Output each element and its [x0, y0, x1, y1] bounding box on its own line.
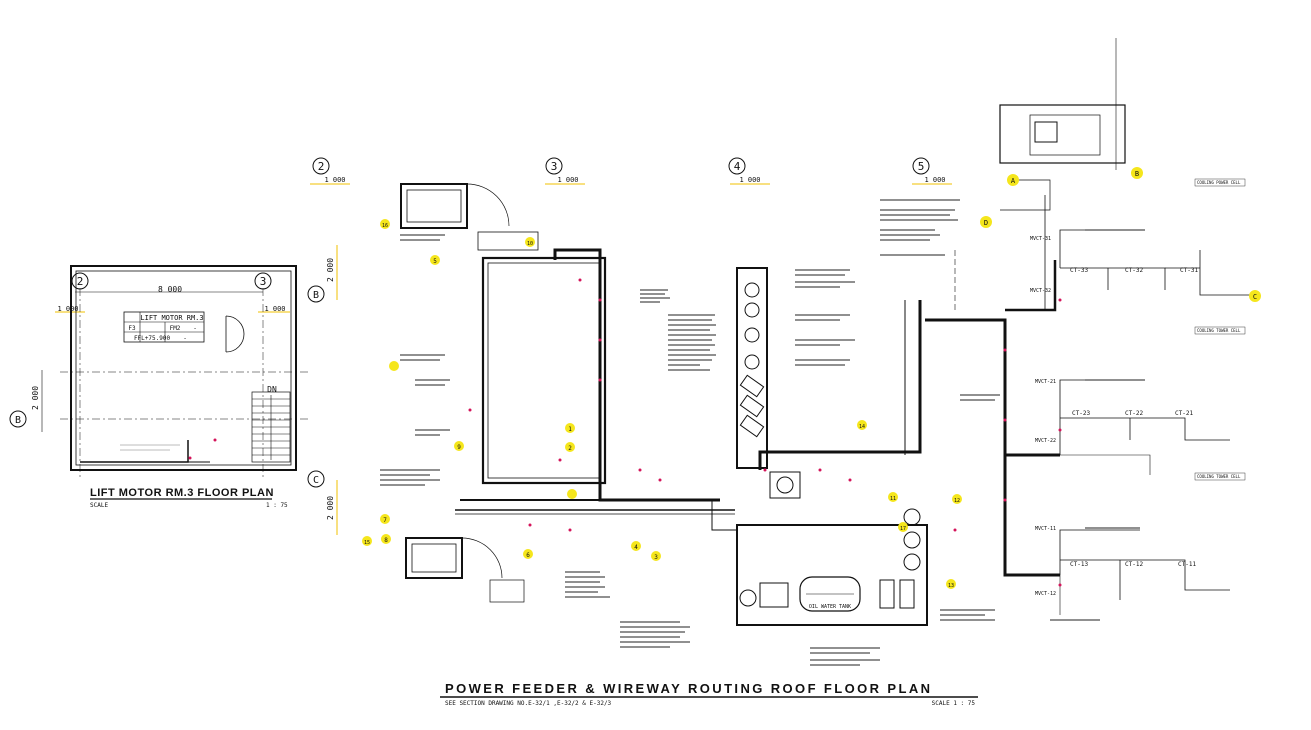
markers: A B C D 1 2 3 4 5 6 7	[362, 167, 1261, 589]
grid-row-c: C 2 000	[307, 470, 338, 535]
lift-table-cell: -	[193, 325, 197, 332]
marker-16: 16	[382, 223, 388, 229]
marker-9: 9	[457, 444, 461, 451]
grid-row-label: B	[313, 290, 319, 301]
tank-label: OIL WATER TANK	[809, 604, 851, 610]
panel-label: CT-13	[1070, 561, 1088, 568]
grid-col-dim: 1 000	[739, 176, 760, 184]
lift-table-title: LIFT MOTOR RM.3	[140, 314, 203, 322]
marker-17: 17	[900, 526, 906, 532]
lift-grid-label-2: 2	[77, 275, 84, 288]
marker-15: 15	[364, 540, 370, 546]
grid-row-b: B 2 000	[307, 245, 338, 303]
lift-info-table: LIFT MOTOR RM.3 F3 FM2 - FFL+75.900 -	[123, 311, 205, 343]
lift-grid-row-b: B	[9, 410, 27, 428]
mvct-label: MVCT-31	[1030, 236, 1051, 242]
marker-1: 1	[568, 426, 572, 433]
marker-12: 12	[954, 498, 960, 504]
marker-13: 13	[948, 583, 954, 589]
marker-6: 6	[526, 552, 530, 559]
marker-14: 14	[859, 424, 865, 430]
stair: DN	[251, 385, 291, 463]
lift-grid-col-3: 3	[254, 272, 272, 290]
marker-3: 3	[654, 554, 658, 561]
mvct-label: MVCT-32	[1030, 288, 1051, 294]
panel-label: CT-32	[1125, 267, 1143, 274]
lift-plan-title: LIFT MOTOR RM.3 FLOOR PLAN	[90, 487, 274, 499]
lift-offset-dim-right: 1 000	[264, 305, 285, 313]
mvct-label: MVCT-12	[1035, 591, 1056, 597]
annotation-blocks	[380, 199, 1145, 666]
grid-col-2: 2 1 000	[310, 157, 350, 185]
lift-table-cell: -	[183, 335, 187, 342]
grid-col-3: 3 1 000	[545, 157, 585, 185]
main-plan-subtitle: SEE SECTION DRAWING NO.E-32/1 ,E-32/2 & …	[445, 700, 612, 707]
lift-offset-dim-left: 1 000	[57, 305, 78, 313]
grid-col-dim: 1 000	[324, 176, 345, 184]
section-tag: COOLING TOWER CELL	[1197, 328, 1241, 333]
lift-scale-label: SCALE	[90, 502, 108, 509]
panel-label: CT-33	[1070, 267, 1088, 274]
grid-col-dim: 1 000	[924, 176, 945, 184]
panel-label: CT-21	[1175, 410, 1193, 417]
lift-table-cell: F3	[128, 325, 136, 332]
lift-grid-label-3: 3	[260, 275, 267, 288]
mvct-label: MVCT-22	[1035, 438, 1056, 444]
grid-col-label: 2	[318, 160, 325, 173]
marker-4: 4	[634, 544, 638, 551]
lift-vert-dim: 2 000	[31, 386, 40, 410]
main-plan-scale: SCALE 1 : 75	[932, 700, 976, 707]
marker-a: A	[1011, 177, 1016, 185]
lift-table-cell: FFL+75.900	[134, 335, 171, 342]
panel-label: CT-31	[1180, 267, 1198, 274]
main-plan: 2 1 000 3 1 000 4 1 000 5 1 000	[307, 38, 1261, 707]
lift-plan: 2 3 B 8 000 1 000 1 000 2 000	[9, 265, 310, 509]
grid-col-dim: 1 000	[557, 176, 578, 184]
section-tag: COOLING TOWER CELL	[1197, 474, 1241, 479]
marker-8: 8	[384, 537, 388, 544]
marker-2: 2	[568, 445, 572, 452]
fittings	[468, 278, 1062, 587]
cooling-cell-top: CT-33 CT-32 CT-31 MVCT-31 MVCT-32 COOLIN…	[1030, 178, 1255, 296]
panel-label: CT-22	[1125, 410, 1143, 417]
grid-row-label: C	[313, 475, 319, 486]
grid-row-dim: 2 000	[326, 496, 335, 520]
lift-grid-col-2: 2	[71, 272, 89, 290]
marker-c: C	[1253, 293, 1257, 301]
grid-col-label: 4	[734, 160, 741, 173]
marker-11: 11	[890, 496, 896, 502]
lift-grid-label-b: B	[15, 415, 21, 426]
cooling-cell-mid: CT-23 CT-22 CT-21 MVCT-21 MVCT-22 COOLIN…	[1035, 326, 1246, 475]
section-tag: COOLING POWER CELL	[1197, 180, 1241, 185]
cooling-cell-low: CT-13 CT-12 CT-11 MVCT-11 MVCT-12 COOLIN…	[1035, 472, 1246, 615]
grid-row-dim: 2 000	[326, 258, 335, 282]
main-plan-title: POWER FEEDER & WIREWAY ROUTING ROOF FLOO…	[445, 681, 932, 696]
grid-col-4: 4 1 000	[728, 157, 770, 185]
panel-label: CT-23	[1072, 410, 1090, 417]
mvct-label: MVCT-21	[1035, 379, 1056, 385]
lift-table-cell: FM2	[170, 325, 181, 332]
marker-d: D	[984, 219, 988, 227]
grid-col-5: 5 1 000	[912, 157, 952, 185]
grid-col-label: 5	[918, 160, 925, 173]
marker-7: 7	[383, 517, 387, 524]
grid-col-label: 3	[551, 160, 558, 173]
panel-label: CT-11	[1178, 561, 1196, 568]
lift-scale-value: 1 : 75	[266, 502, 288, 509]
stair-label: DN	[267, 385, 277, 394]
marker-10: 10	[527, 241, 533, 247]
lift-overall-dim: 8 000	[158, 285, 182, 294]
marker-5: 5	[433, 258, 437, 265]
marker-b: B	[1135, 170, 1139, 178]
panel-label: CT-12	[1125, 561, 1143, 568]
mvct-label: MVCT-11	[1035, 526, 1056, 532]
